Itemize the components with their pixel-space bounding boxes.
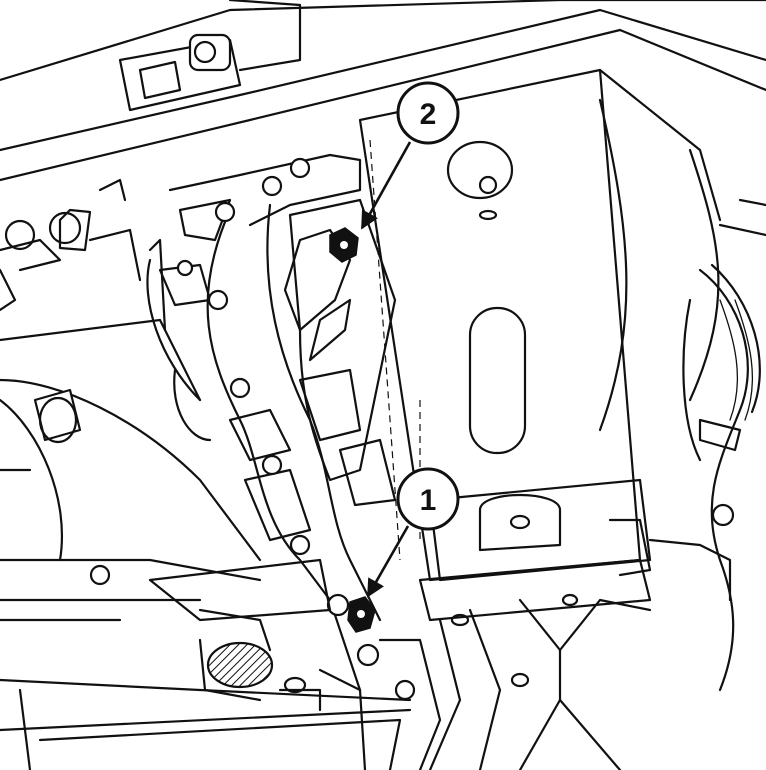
wiring-harness (608, 263, 761, 692)
callout-label-2: 2 (420, 98, 437, 131)
upper-frame-rail (0, 0, 766, 182)
callout-2: 2 (360, 81, 460, 230)
callout-1: 1 (366, 467, 460, 598)
bolt-row (89, 157, 416, 701)
hatched-bushing (198, 608, 274, 702)
fastener-1 (347, 596, 376, 633)
fastener-2 (329, 227, 359, 263)
left-subframe (0, 178, 262, 602)
callout-label-1: 1 (420, 484, 437, 517)
lower-crossmember (0, 478, 652, 770)
